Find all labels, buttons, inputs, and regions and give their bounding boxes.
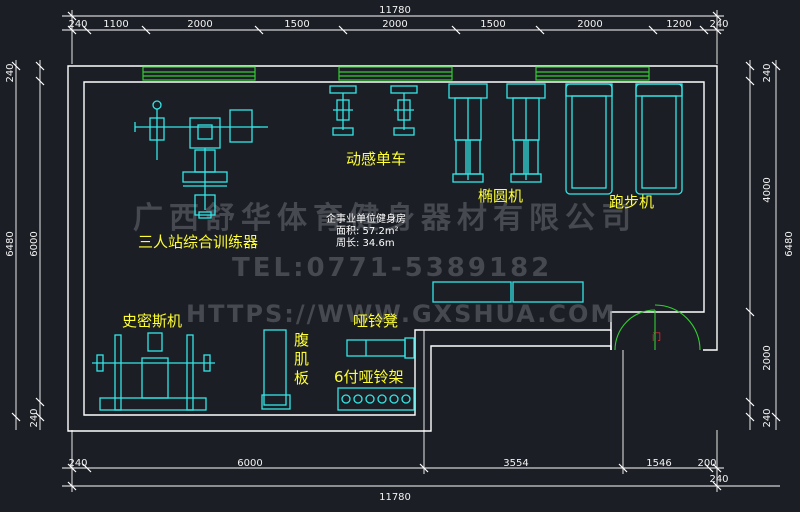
left-dim-6000: 6000 (29, 231, 40, 256)
top-dim-1: 240 (68, 19, 87, 30)
bottom-dim-2: 6000 (237, 458, 262, 469)
watermark-tel: TEL:0771-5389182 (232, 253, 552, 283)
room-title: 企事业单位健身房 (326, 212, 406, 225)
bottom-dim-5: 200 (697, 458, 716, 469)
bottom-dim-1: 240 (68, 458, 87, 469)
watermark: 广西舒华体育健身器材有限公司 TEL:0771-5389182 HTTPS://… (133, 201, 637, 328)
label-dumbbell-bench: 哑铃凳 (353, 312, 398, 330)
room-info-block: 企事业单位健身房 面积: 57.2m² 周长: 34.6m (326, 212, 406, 249)
label-smith-machine: 史密斯机 (122, 312, 182, 330)
top-dim-7: 2000 (577, 19, 602, 30)
multi-gym-equipment (134, 100, 268, 219)
room-area: 面积: 57.2m² (336, 225, 399, 237)
left-dim-240-top: 240 (5, 63, 16, 82)
room-perimeter: 周长: 34.6m (336, 237, 395, 249)
elliptical-1 (448, 83, 488, 183)
watermark-url: HTTPS://WWW.GXSHUA.COM (186, 300, 616, 328)
bottom-dim-4: 1546 (646, 458, 671, 469)
treadmill-2 (635, 83, 683, 195)
dimension-texts: 11780 240 1100 2000 1500 2000 1500 2000 … (5, 5, 795, 503)
watermark-company: 广西舒华体育健身器材有限公司 (133, 201, 637, 236)
windows (142, 66, 650, 81)
right-dim-2000: 2000 (762, 345, 773, 370)
top-dim-6: 1500 (480, 19, 505, 30)
right-dim-240-top: 240 (762, 63, 773, 82)
dumbbell-bench-equipment (346, 337, 415, 359)
top-dim-5: 2000 (382, 19, 407, 30)
ab-board-equipment (261, 329, 291, 410)
dimension-lines (11, 10, 781, 492)
center-mats (432, 281, 584, 303)
label-multi-gym: 三人站综合训练器 (138, 233, 258, 251)
door-marker: 门 (652, 331, 661, 343)
bottom-dim-3: 3554 (503, 458, 528, 469)
right-dim-6480: 6480 (784, 231, 795, 256)
top-dim-9: 240 (709, 19, 728, 30)
spin-bike-2 (390, 85, 418, 136)
label-dumbbell-rack: 6付哑铃架 (334, 368, 404, 386)
label-ab-board-3: 板 (294, 369, 309, 387)
dumbbell-rack-equipment (337, 387, 415, 411)
right-dim-240-bottom: 240 (762, 408, 773, 427)
label-ab-board-2: 肌 (294, 350, 309, 368)
left-dim-6480: 6480 (5, 231, 16, 256)
spin-bike-1 (329, 85, 357, 136)
entrance-door (614, 304, 701, 351)
bottom-dim-6: 240 (709, 474, 728, 485)
top-dim-8: 1200 (666, 19, 691, 30)
label-elliptical: 椭圆机 (478, 187, 523, 205)
label-treadmill: 跑步机 (609, 193, 654, 211)
label-ab-board-1: 腹 (294, 331, 309, 349)
top-total-dimension: 11780 (379, 5, 411, 16)
left-dim-240-bottom: 240 (29, 408, 40, 427)
top-dim-3: 2000 (187, 19, 212, 30)
top-dim-2: 1100 (103, 19, 128, 30)
elliptical-2 (506, 83, 546, 183)
right-dim-4000: 4000 (762, 177, 773, 202)
bottom-total-dimension: 11780 (379, 492, 411, 503)
treadmill-1 (565, 83, 613, 195)
label-spin-bike: 动感单车 (346, 150, 406, 168)
top-dim-4: 1500 (284, 19, 309, 30)
smith-machine-equipment (92, 332, 215, 411)
